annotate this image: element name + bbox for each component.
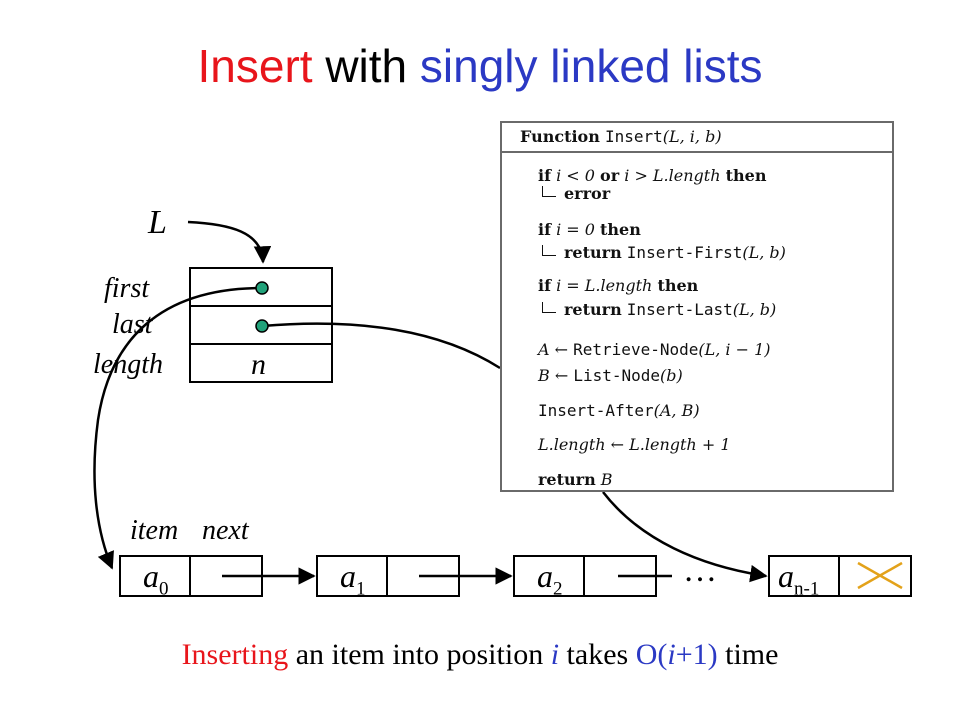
code-line-1: if i < 0 or i > L.length then bbox=[538, 166, 767, 185]
code-line-8: B ← List-Node(b) bbox=[538, 366, 683, 385]
node-label-0: a0 bbox=[143, 558, 169, 600]
pseudocode-header: Function Insert(L, i, b) bbox=[502, 123, 892, 153]
title-insert: Insert bbox=[197, 40, 313, 92]
node-box-3 bbox=[768, 555, 912, 597]
footer-time: time bbox=[725, 638, 779, 671]
last-pointer-dot bbox=[255, 319, 269, 333]
node-label-3: an-1 bbox=[778, 558, 820, 600]
first-pointer-arrow bbox=[93, 286, 263, 570]
code-line-3: if i = 0 then bbox=[538, 220, 641, 239]
code-line-10: L.length ← L.length + 1 bbox=[538, 435, 731, 454]
field-label-last: last bbox=[112, 309, 153, 340]
field-label-length: length bbox=[93, 349, 163, 380]
null-pointer-cross bbox=[857, 561, 903, 590]
node-label-2: a2 bbox=[537, 558, 563, 600]
last-pointer-arrow bbox=[261, 322, 501, 370]
pseudocode-box: Function Insert(L, i, b) if i < 0 or i >… bbox=[500, 121, 894, 492]
footer-big-o: O(i+1) bbox=[635, 638, 718, 671]
code-line-5: if i = L.length then bbox=[538, 276, 699, 295]
footer-inserting: Inserting bbox=[181, 638, 289, 671]
last-pointer-arrow-tail bbox=[602, 491, 768, 583]
next-field-label: next bbox=[202, 515, 249, 546]
title-with: with bbox=[325, 40, 408, 92]
slide-title: Insert with singly linked lists bbox=[0, 38, 960, 94]
item-field-label: item bbox=[130, 515, 179, 546]
list-var-label: L bbox=[148, 204, 167, 241]
code-line-7: A ← Retrieve-Node(L, i − 1) bbox=[538, 340, 771, 359]
code-line-2: error bbox=[542, 184, 610, 204]
footer-caption: Inserting an item into position i takes … bbox=[0, 637, 960, 673]
code-line-9: Insert-After(A, B) bbox=[538, 401, 700, 420]
code-line-11: return B bbox=[538, 470, 613, 489]
code-line-4: return Insert-First(L, b) bbox=[542, 243, 786, 263]
footer-text-1: an item into position bbox=[295, 638, 544, 671]
field-label-first: first bbox=[104, 273, 150, 304]
node-label-1: a1 bbox=[340, 558, 366, 600]
footer-takes: takes bbox=[566, 638, 629, 671]
ellipsis: … bbox=[683, 552, 717, 589]
L-pointer-arrow bbox=[187, 220, 272, 264]
title-singly-linked-lists: singly linked lists bbox=[419, 40, 763, 92]
footer-i: i bbox=[550, 638, 560, 671]
code-line-6: return Insert-Last(L, b) bbox=[542, 300, 776, 320]
first-pointer-dot bbox=[255, 281, 269, 295]
length-value: n bbox=[251, 348, 266, 381]
